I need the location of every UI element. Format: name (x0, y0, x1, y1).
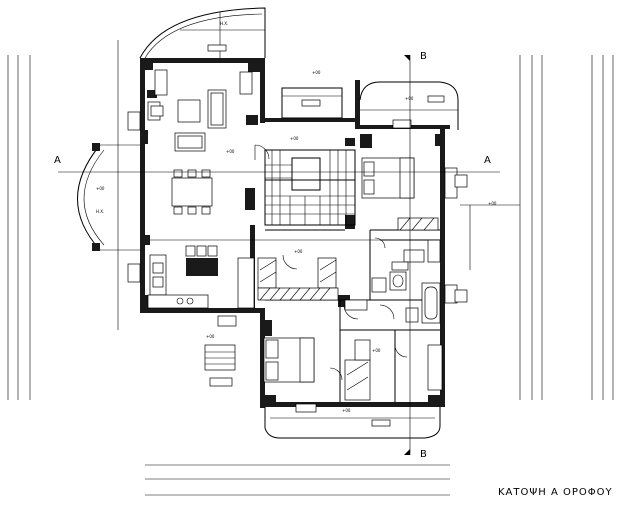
bathroom-fixtures (371, 239, 443, 391)
right-boundary-lines (519, 55, 614, 400)
dining-table (171, 169, 213, 215)
section-marker-b-top: B (420, 51, 427, 62)
level-tag: +00 (372, 348, 381, 353)
level-tag: +00 (206, 334, 215, 339)
level-tag: +00 (96, 186, 105, 191)
door-swings (254, 144, 408, 381)
level-tag: +00 (226, 149, 235, 154)
room-tags: Η.Χ. Η.Χ. (96, 21, 228, 214)
drawing-title: ΚΑΤΟΨΗ Α ΟΡΟΦΟΥ (498, 487, 613, 498)
section-marker-b-bottom: B (420, 449, 427, 460)
wardrobes (257, 217, 439, 401)
section-marker-a-right: A (484, 155, 491, 166)
top-bay-window (139, 7, 266, 59)
bottom-lines (145, 464, 450, 496)
level-tag: +00 (342, 408, 351, 413)
left-bay-window (77, 143, 140, 251)
bed-south (263, 337, 315, 383)
living-room-furniture (147, 69, 253, 152)
top-middle-balcony (281, 87, 343, 119)
section-lines (58, 55, 520, 455)
staircase (264, 149, 356, 226)
column-blocks (140, 60, 445, 407)
level-tag: +00 (294, 249, 303, 254)
section-markers: A A B B (54, 51, 491, 460)
bed-northeast (361, 157, 415, 199)
right-top-balcony (359, 81, 459, 130)
bottom-balcony (264, 407, 441, 439)
section-marker-a-left: A (54, 155, 61, 166)
level-tag: +00 (290, 136, 299, 141)
level-tags: +00 +00 +00 +00 +00 +00 +00 +00 +00 +00 (96, 70, 497, 413)
level-tag: +00 (488, 201, 497, 206)
kitchen (147, 245, 255, 309)
level-tag: +00 (405, 96, 414, 101)
room-tag-left-bay: Η.Χ. (96, 209, 104, 214)
level-tag: +00 (312, 70, 321, 75)
window-marks (127, 111, 468, 413)
room-tag-top-bay: Η.Χ. (220, 21, 228, 26)
left-boundary-lines (7, 40, 119, 400)
